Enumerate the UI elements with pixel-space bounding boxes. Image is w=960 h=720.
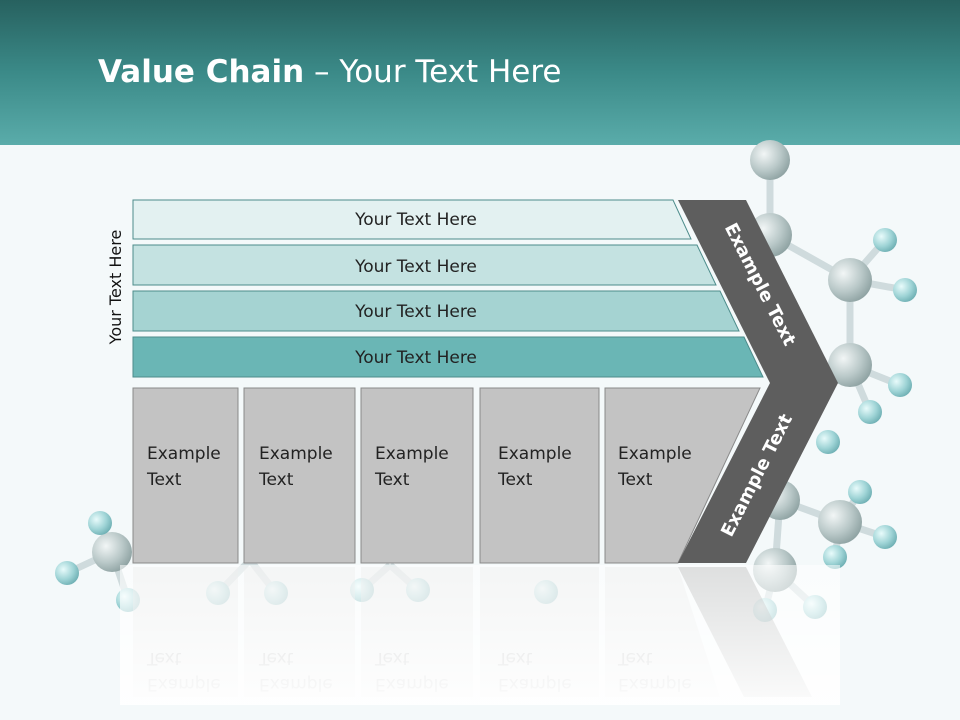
title-rest: – Your Text Here: [304, 54, 562, 90]
box-3-line-1: Example: [375, 444, 449, 464]
header-band: Value Chain – Your Text Here: [0, 0, 960, 145]
box-4-line-1: Example: [498, 444, 572, 464]
title-bold: Value Chain: [98, 54, 305, 90]
box-5-line-1: Example: [618, 444, 692, 464]
box-2-line-2: Text: [258, 470, 294, 490]
bar-4-label: Your Text Here: [354, 348, 477, 368]
bar-2: Your Text Here: [132, 244, 717, 286]
side-label: Your Text Here: [106, 230, 125, 346]
bar-4: Your Text Here: [132, 336, 764, 378]
bar-3-label: Your Text Here: [354, 302, 477, 322]
box-1-line-2: Text: [146, 470, 182, 490]
box-4-line-2: Text: [497, 470, 533, 490]
box-3-line-2: Text: [374, 470, 410, 490]
bar-1-label: Your Text Here: [354, 210, 477, 230]
box-5-line-2: Text: [617, 470, 653, 490]
bar-3: Your Text Here: [132, 290, 740, 332]
bar-2-label: Your Text Here: [354, 257, 477, 277]
box-2-line-1: Example: [259, 444, 333, 464]
page-title: Value Chain – Your Text Here: [98, 54, 561, 90]
reflection-fade: [120, 565, 840, 705]
box-1-line-1: Example: [147, 444, 221, 464]
bar-1: Your Text Here: [132, 199, 692, 240]
